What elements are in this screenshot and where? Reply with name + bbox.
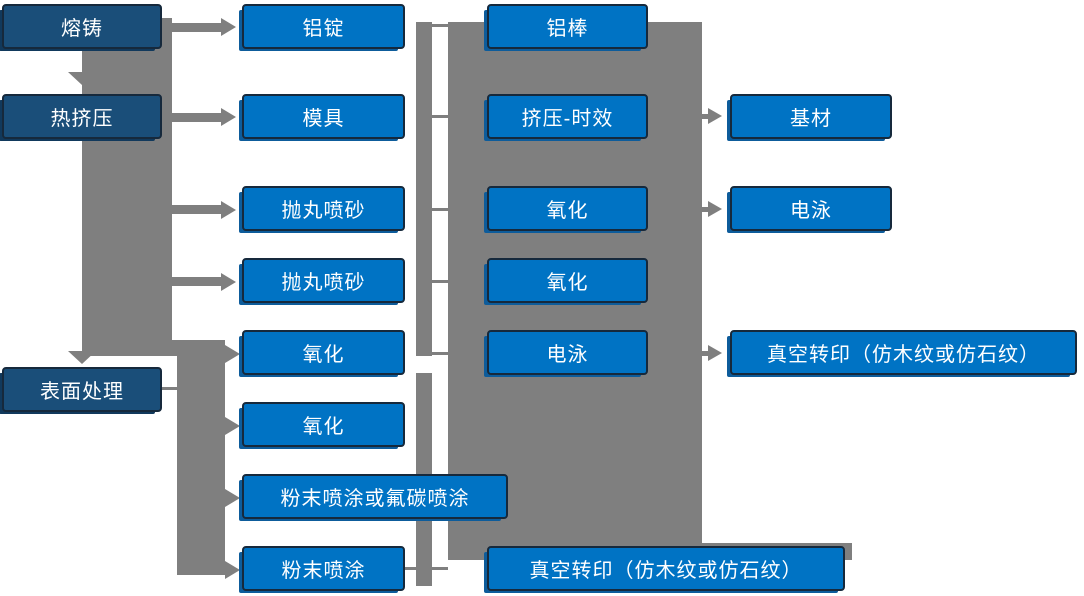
arrow-down-icon [68,72,96,85]
arrow-right-icon [708,201,722,217]
node-electrophoresis-1: 电泳 [487,330,648,375]
connector-stem-row4 [172,277,221,286]
node-vacuum-transfer-print-bottom: 真空转印（仿木纹或仿石纹） [487,546,845,591]
connector-link-bottom [405,567,448,570]
node-stage-hot-extrusion: 热挤压 [2,94,162,139]
arrow-right-icon [225,417,240,435]
connector-trunk-surface [177,352,225,575]
connector-link-row1 [432,24,448,27]
connector-stem-row1 [172,23,221,32]
connector-line-surface [162,387,178,390]
connector-link-row3 [432,208,448,211]
connector-stem-row3 [172,205,221,214]
node-mold: 模具 [242,94,405,139]
node-stage-melting-casting: 熔铸 [2,4,162,49]
arrow-right-icon [225,561,240,579]
arrow-right-icon [225,345,240,363]
connector-stem-row2 [172,113,221,122]
node-oxidation-4: 氧化 [487,258,648,303]
connector-link-row4 [432,280,448,283]
node-shot-blasting-1: 抛丸喷砂 [242,186,405,231]
arrow-right-icon [221,108,236,126]
node-extrusion-aging: 挤压-时效 [487,94,648,139]
node-stage-surface-treatment: 表面处理 [2,367,162,412]
node-powder-coating: 粉末喷涂 [242,546,405,591]
arrow-right-icon [221,18,236,36]
node-oxidation-2: 氧化 [242,402,405,447]
node-vacuum-transfer-print-right: 真空转印（仿木纹或仿石纹） [730,330,1077,375]
arrow-right-icon [708,345,722,361]
connector-stem-base [700,114,709,119]
arrow-right-icon [708,108,722,124]
node-aluminum-ingot: 铝锭 [242,4,405,49]
connector-trunk-left [82,18,172,356]
connector-bar-mid-top [416,22,432,356]
arrow-right-icon [221,273,236,291]
connector-stem-electro [700,207,709,212]
connector-link-row5 [432,352,448,355]
connector-link-row2 [432,115,448,118]
node-oxidation-3: 氧化 [487,186,648,231]
node-powder-or-fluorocarbon-coating: 粉末喷涂或氟碳喷涂 [242,474,508,519]
node-aluminum-rod: 铝棒 [487,4,648,49]
arrow-right-icon [221,201,236,219]
arrow-down-icon [68,351,96,364]
connector-stem-vacuum [700,351,709,356]
node-electrophoresis-2: 电泳 [730,186,892,231]
arrow-right-icon [225,489,240,507]
node-shot-blasting-2: 抛丸喷砂 [242,258,405,303]
node-base-material: 基材 [730,94,892,139]
node-oxidation-1: 氧化 [242,330,405,375]
